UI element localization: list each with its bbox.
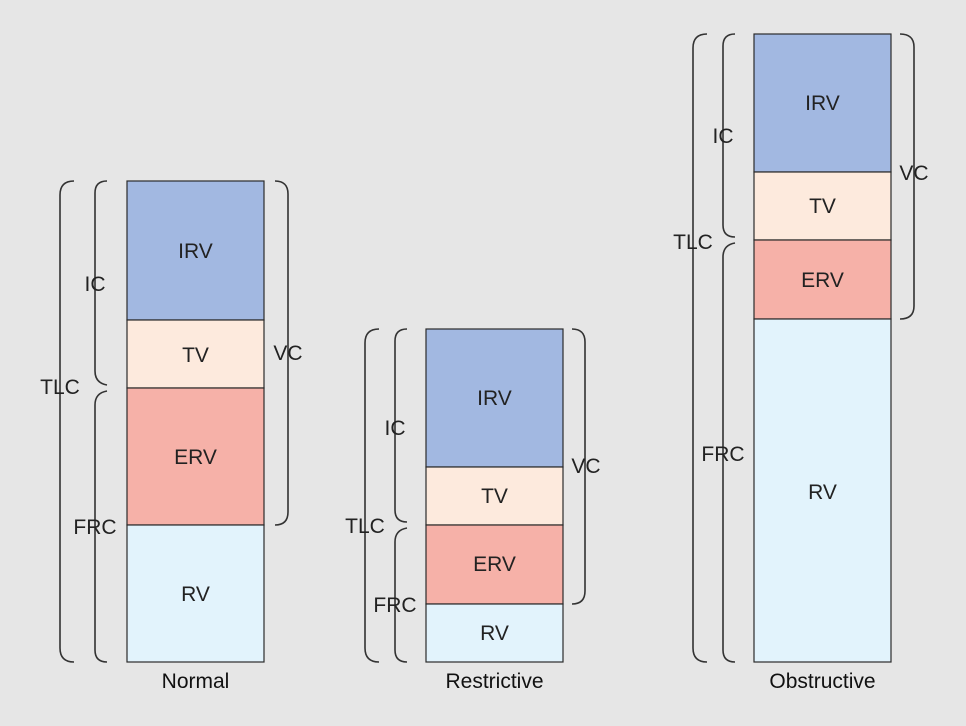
restrictive-frc-label: FRC — [373, 594, 416, 617]
obstructive-irv-label: IRV — [805, 92, 840, 115]
obstructive-rv-block — [753, 318, 892, 663]
restrictive-ic-brace — [394, 328, 408, 523]
restrictive-frc-brace — [394, 527, 408, 663]
obstructive-ic-label: IC — [713, 125, 734, 148]
obstructive-tlc-label: TLC — [673, 231, 713, 254]
normal-rv-block — [126, 524, 265, 663]
normal-ic-label: IC — [85, 273, 106, 296]
normal-erv-block — [126, 387, 265, 526]
restrictive-ic-label: IC — [385, 417, 406, 440]
obstructive-vc-label: VC — [899, 162, 928, 185]
restrictive-rv-label: RV — [480, 622, 509, 645]
restrictive-erv-label: ERV — [473, 553, 516, 576]
normal-caption: Normal — [162, 670, 230, 693]
normal-erv-label: ERV — [174, 446, 217, 469]
panel-obstructive: IRV TV ERV RV IC FRC TLC VC Obstructive — [673, 33, 929, 693]
normal-frc-brace — [94, 390, 108, 663]
normal-tv-block — [126, 319, 265, 389]
normal-frc-label: FRC — [73, 516, 116, 539]
restrictive-tlc-label: TLC — [345, 515, 385, 538]
restrictive-irv-label: IRV — [477, 387, 512, 410]
restrictive-vc-label: VC — [571, 455, 600, 478]
normal-irv-block — [126, 180, 265, 321]
obstructive-caption: Obstructive — [769, 670, 875, 693]
normal-tlc-label: TLC — [40, 376, 80, 399]
obstructive-tv-block — [753, 171, 892, 241]
normal-tv-label: TV — [182, 344, 209, 367]
panel-normal: IRV TV ERV RV IC FRC TLC VC Normal — [40, 180, 303, 693]
restrictive-erv-block — [425, 524, 564, 605]
restrictive-tv-label: TV — [481, 485, 508, 508]
panel-restrictive: IRV TV ERV RV IC FRC TLC VC Restrictive — [345, 328, 601, 693]
obstructive-frc-label: FRC — [701, 443, 744, 466]
normal-rv-label: RV — [181, 583, 210, 606]
restrictive-rv-block — [425, 603, 564, 663]
obstructive-irv-block — [753, 33, 892, 173]
obstructive-tlc-brace — [692, 33, 708, 663]
obstructive-ic-brace — [722, 33, 736, 238]
restrictive-caption: Restrictive — [445, 670, 543, 693]
obstructive-vc-brace — [899, 33, 915, 320]
normal-ic-brace — [94, 180, 108, 386]
obstructive-tv-label: TV — [809, 195, 836, 218]
obstructive-rv-label: RV — [808, 481, 837, 504]
obstructive-erv-label: ERV — [801, 269, 844, 292]
obstructive-erv-block — [753, 239, 892, 320]
obstructive-frc-brace — [722, 242, 736, 663]
normal-vc-label: VC — [273, 342, 302, 365]
normal-irv-label: IRV — [178, 240, 213, 263]
normal-vc-brace — [274, 180, 289, 526]
restrictive-vc-brace — [571, 328, 586, 605]
normal-tlc-brace — [59, 180, 75, 663]
restrictive-tlc-brace — [364, 328, 380, 663]
